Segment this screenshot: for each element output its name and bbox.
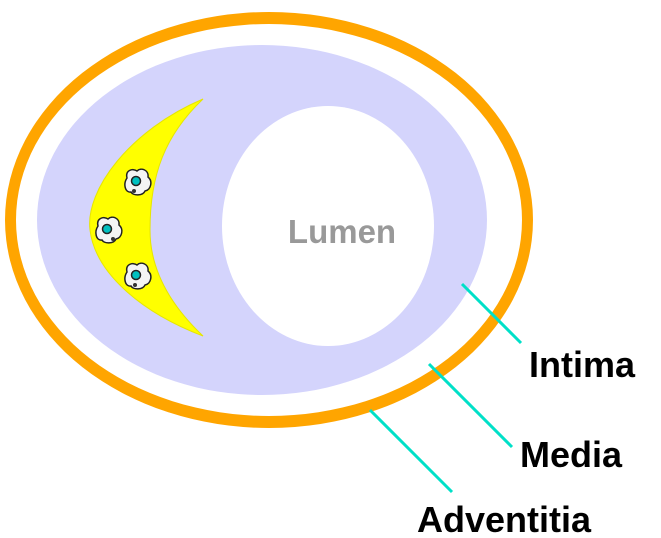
adventitia-leader-line — [370, 410, 452, 492]
intima-label: Intima — [529, 344, 636, 385]
media-label: Media — [520, 434, 623, 475]
foam-cell — [96, 217, 122, 243]
adventitia-label: Adventitia — [417, 499, 592, 538]
foam-cell — [125, 263, 151, 289]
media-leader-line — [429, 364, 512, 447]
foam-cell — [125, 169, 151, 195]
lumen-label: Lumen — [288, 213, 396, 250]
